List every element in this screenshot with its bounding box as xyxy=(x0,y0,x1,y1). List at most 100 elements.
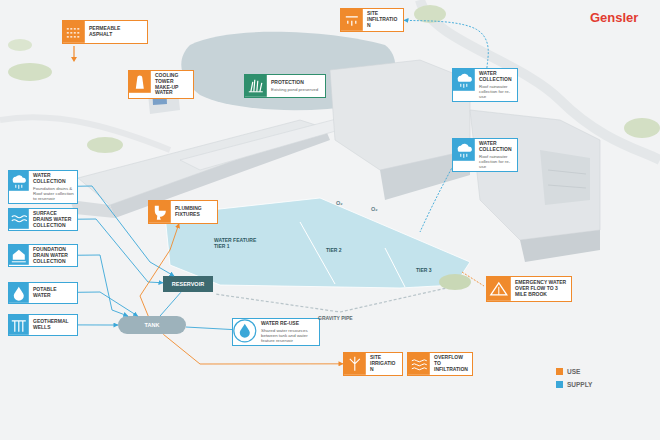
flow-connector xyxy=(160,292,181,316)
tree xyxy=(8,39,32,51)
icon-glyph xyxy=(136,76,144,89)
supply-callout: WATER COLLECTIONRoof rainwater collectio… xyxy=(452,68,518,102)
reservoir-box: RESERVOIR xyxy=(163,276,213,292)
flow-connector xyxy=(78,186,174,276)
icon-glyph xyxy=(251,80,262,92)
area-label: TIER 3 xyxy=(416,268,432,274)
node-heading: POTABLE WATER xyxy=(33,287,74,299)
use-callout: SITE IRRIGATION xyxy=(343,352,403,376)
use-callout: OVERFLOW TO INFILTRATION xyxy=(407,352,473,376)
node-body: Roof rainwater collection for re-use xyxy=(479,84,514,99)
node-heading: SURFACE DRAINS WATER COLLECTION xyxy=(33,211,74,228)
icon-tile xyxy=(9,209,29,229)
logo-text: Gensler xyxy=(590,11,638,25)
flow-connector xyxy=(404,20,488,68)
building-block xyxy=(470,110,600,240)
use-callout: PLUMBING FIXTURES xyxy=(148,200,218,224)
protection-icon xyxy=(245,75,267,97)
icon-glyph xyxy=(461,84,467,88)
cooling-tower-icon xyxy=(129,71,151,93)
icon-glyph xyxy=(13,175,26,183)
node-heading: SITE INFILTRATION xyxy=(367,11,400,28)
icon-glyph xyxy=(155,206,166,220)
window-band xyxy=(548,185,586,188)
legend-swatch xyxy=(556,368,563,375)
flow-connector xyxy=(78,255,128,316)
irrigation-icon xyxy=(344,353,366,375)
node-heading: WATER COLLECTION xyxy=(479,141,514,153)
icon-glyph xyxy=(12,216,27,222)
tree xyxy=(414,5,446,23)
legend-entry: SUPPLY xyxy=(556,381,592,388)
icon-tile xyxy=(453,139,475,161)
icon-glyph xyxy=(412,360,427,370)
flow-connector xyxy=(140,224,179,316)
icon-glyph xyxy=(458,74,472,82)
building-face xyxy=(520,230,600,262)
collection-icon xyxy=(9,171,29,191)
tree xyxy=(439,274,471,290)
icon-glyph xyxy=(491,283,507,295)
protection-callout: PROTECTIONExisting pond preserved xyxy=(244,74,326,98)
icon-tile xyxy=(149,201,171,223)
arrow-head xyxy=(71,57,77,62)
icon-glyph xyxy=(249,91,263,92)
icon-glyph xyxy=(458,144,472,152)
icon-glyph xyxy=(16,185,22,189)
reuse-icon xyxy=(234,320,256,342)
drain-icon xyxy=(9,209,29,229)
tree xyxy=(624,118,660,138)
infiltration-icon xyxy=(341,9,363,31)
foundation-icon xyxy=(9,245,29,265)
node-heading: PLUMBING FIXTURES xyxy=(175,206,214,218)
node-body: Foundation drains & Roof water collectio… xyxy=(33,186,74,201)
gravity-pipe xyxy=(215,285,460,312)
supply-callout: GEOTHERMAL WELLS xyxy=(8,314,78,336)
area-label: O₂ xyxy=(371,206,378,212)
flow-connector xyxy=(78,292,138,316)
node-heading: RESERVOIR xyxy=(165,281,211,287)
node-heading: COOLING TOWER MAKE-UP WATER xyxy=(155,73,190,96)
node-body: Shared water resources between tank and … xyxy=(261,328,316,343)
node-heading: TANK xyxy=(121,322,183,328)
node-heading: PROTECTION xyxy=(271,80,322,86)
legend-entry: USE xyxy=(556,368,580,375)
icon-tile xyxy=(9,283,29,303)
icon-glyph xyxy=(14,287,24,301)
connectors xyxy=(78,20,488,364)
emergency-icon xyxy=(487,277,511,301)
potable-icon xyxy=(9,283,29,303)
area-label: TIER 2 xyxy=(326,248,342,254)
node-heading: PERMEABLE ASPHALT xyxy=(89,26,144,38)
supply-callout: WATER COLLECTIONFoundation drains & Roof… xyxy=(8,170,78,204)
use-callout: COOLING TOWER MAKE-UP WATER xyxy=(128,70,194,99)
building-face xyxy=(540,150,590,205)
legend-swatch xyxy=(556,381,563,388)
use-callout: EMERGENCY WATER OVER FLOW TO 3 MILE BROO… xyxy=(486,276,572,302)
icon-tile xyxy=(453,69,475,91)
tree xyxy=(87,137,123,153)
supply-callout: WATER RE-USEShared water resources betwe… xyxy=(232,318,320,346)
icon-tile xyxy=(245,75,267,97)
node-heading: WATER COLLECTION xyxy=(33,173,74,185)
node-heading: GEOTHERMAL WELLS xyxy=(33,319,74,331)
icon-tile xyxy=(63,21,85,43)
icon-glyph xyxy=(350,357,360,371)
flow-connector xyxy=(163,334,343,364)
icon-tile xyxy=(344,353,366,375)
icon-glyph xyxy=(498,287,499,295)
collection-icon xyxy=(453,69,475,91)
node-heading: SITE IRRIGATION xyxy=(370,355,399,372)
tree xyxy=(8,63,52,81)
legend-text: USE xyxy=(567,368,580,375)
icon-glyph xyxy=(13,250,25,260)
plumbing-icon xyxy=(149,201,171,223)
node-heading: WATER RE-USE xyxy=(261,321,316,327)
icon-ring xyxy=(234,320,256,342)
node-body: Existing pond preserved xyxy=(271,87,322,92)
overflow-icon xyxy=(408,353,430,375)
flow-connector xyxy=(186,327,232,330)
